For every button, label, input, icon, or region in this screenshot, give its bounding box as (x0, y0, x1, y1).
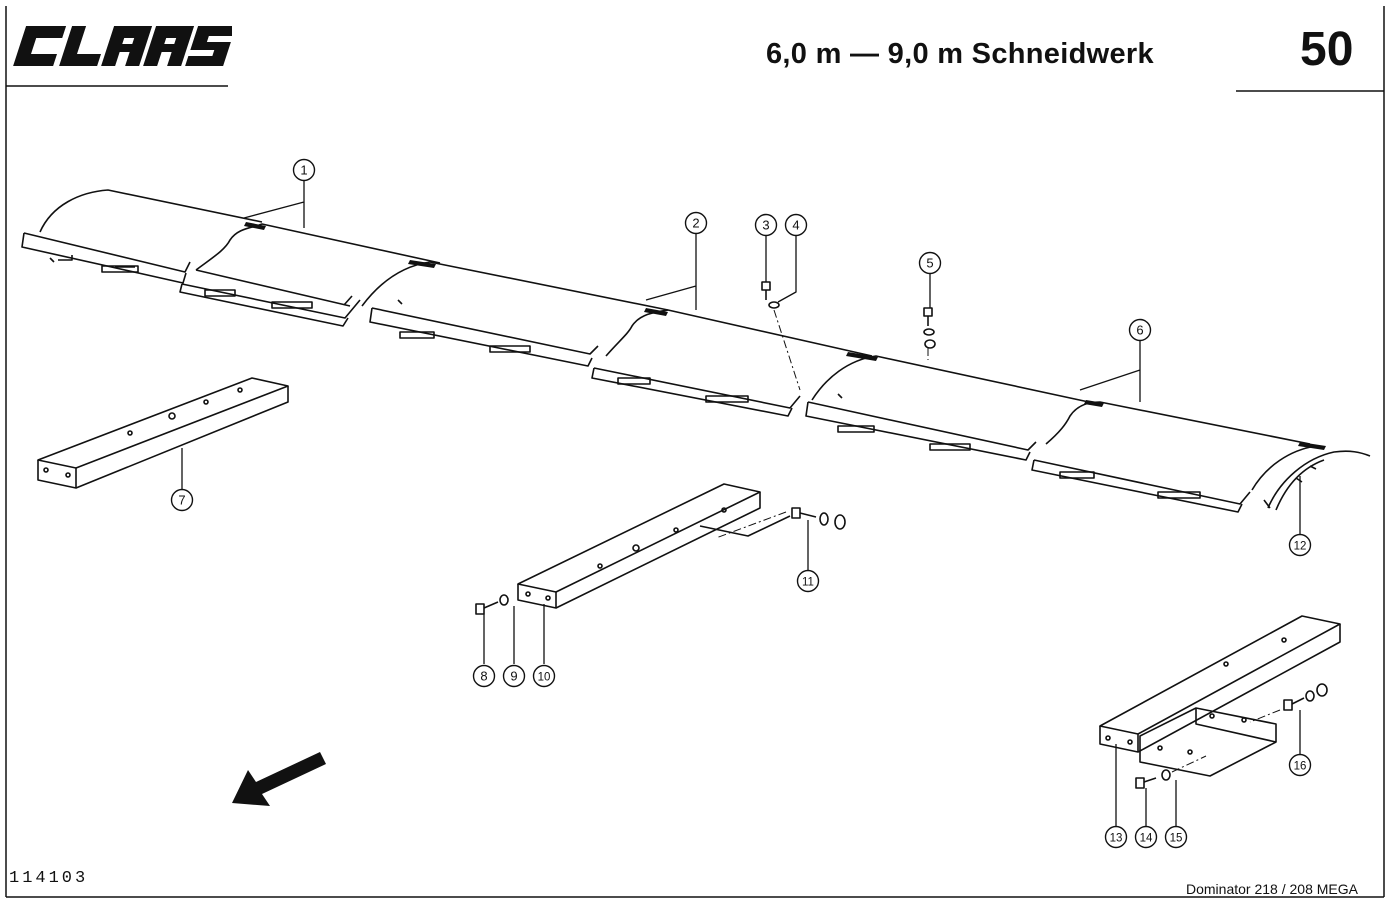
callout-label: 5 (926, 256, 933, 271)
model-designation: Dominator 218 / 208 MEGA (1186, 881, 1358, 897)
callout-label: 11 (802, 577, 814, 589)
claas-logo (13, 26, 232, 66)
callout-5: 5 (918, 251, 942, 275)
callout-label: 10 (538, 672, 551, 684)
page-number: 50 (1300, 23, 1354, 76)
callout-6: 6 (1128, 318, 1152, 342)
callout-2: 2 (684, 211, 708, 235)
cover-segment-e (805, 355, 1099, 461)
callout-label: 3 (762, 218, 769, 233)
cover-segment-f (1031, 401, 1317, 513)
hardware-parts (475, 281, 1328, 789)
callout-3: 3 (754, 213, 778, 237)
callout-label: 1 (300, 163, 307, 178)
callout-4: 4 (784, 213, 808, 237)
callout-label: 12 (1294, 541, 1307, 553)
callout-label: 6 (1136, 323, 1143, 338)
callout-label: 4 (792, 218, 799, 233)
drawing-number: 114103 (9, 869, 89, 888)
leader-lines (181, 180, 1301, 826)
rail-thirteen-assembly (1099, 615, 1341, 777)
cover-segment-b (179, 223, 441, 327)
callout-label: 2 (692, 216, 699, 231)
cover-segment-d (591, 309, 873, 417)
callout-7: 7 (170, 488, 194, 512)
callout-1: 1 (292, 158, 316, 182)
callout-8: 8 (472, 664, 496, 688)
cover-segment-a (21, 189, 263, 284)
callout-label: 15 (1170, 833, 1183, 845)
callout-10: 10 (532, 664, 556, 688)
callout-9: 9 (502, 664, 526, 688)
callout-13: 13 (1104, 825, 1128, 849)
page-title: 6,0 m — 9,0 m Schneidwerk (766, 38, 1154, 70)
callout-11: 11 (796, 569, 820, 593)
rail-seven (37, 377, 289, 489)
direction-arrow (232, 752, 326, 806)
callout-label: 13 (1110, 833, 1123, 845)
callout-16: 16 (1288, 753, 1312, 777)
callout-label: 8 (480, 669, 487, 684)
seal-strips (244, 222, 1326, 450)
end-cap (1263, 450, 1371, 511)
rail-ten (517, 483, 791, 609)
callout-label: 7 (178, 493, 185, 508)
callout-label: 14 (1140, 833, 1153, 845)
cover-segment-c (361, 261, 669, 367)
callout-14: 14 (1134, 825, 1158, 849)
callout-15: 15 (1164, 825, 1188, 849)
callout-12: 12 (1288, 533, 1312, 557)
assembly-lines (715, 309, 1281, 773)
callout-label: 16 (1294, 761, 1307, 773)
callout-label: 9 (510, 669, 517, 684)
